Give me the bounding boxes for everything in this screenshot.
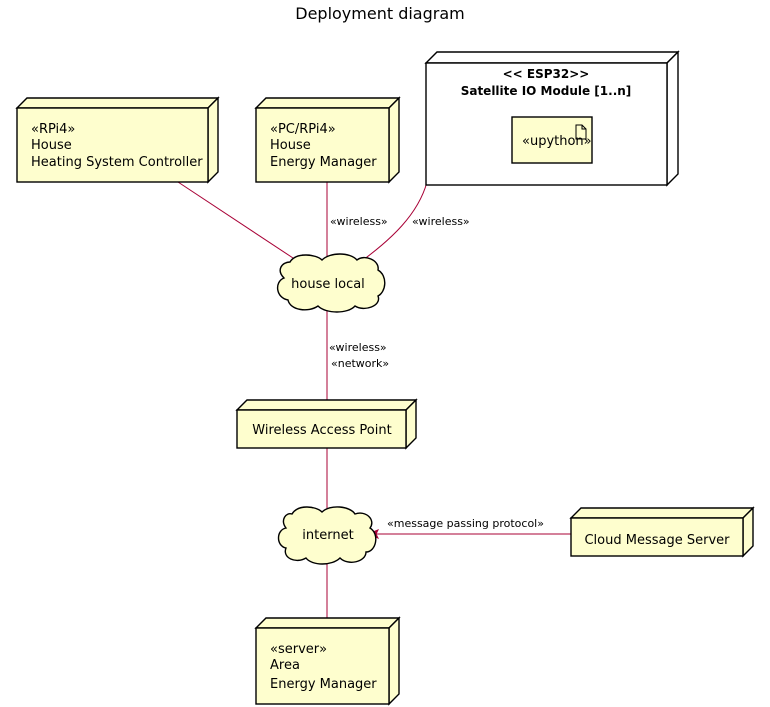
node-area-line1: Area	[270, 658, 300, 673]
diagram-title: Deployment diagram	[295, 4, 464, 23]
edge-label-energy-local: «wireless»	[330, 215, 388, 228]
node-cloud-message-server: Cloud Message Server	[569, 506, 755, 558]
edge-label-esp32-local: «wireless»	[412, 215, 470, 228]
node-heating-line2: Heating System Controller	[31, 155, 203, 170]
node-energy-line1: House	[270, 138, 311, 153]
node-area-line2: Energy Manager	[270, 677, 377, 692]
artifact-upython: «upython»	[511, 116, 593, 164]
node-wap-label: Wireless Access Point	[252, 423, 391, 438]
node-energy-line2: Energy Manager	[270, 155, 377, 170]
node-heating-controller: «RPi4» House Heating System Controller	[15, 96, 220, 184]
node-area-energy-manager: «server» Area Energy Manager	[254, 616, 401, 706]
edge-label-local-wap-2: «network»	[331, 357, 389, 370]
node-house-energy-manager: «PC/RPi4» House Energy Manager	[254, 96, 401, 184]
cloud-internet: internet	[277, 506, 377, 565]
cloud-internet-label: internet	[302, 528, 353, 543]
artifact-document-icon	[575, 124, 587, 140]
node-esp32-stereotype: << ESP32>>	[503, 67, 590, 81]
node-area-stereotype: «server»	[270, 642, 327, 657]
edge-heating-local	[177, 181, 294, 259]
node-heating-line1: House	[31, 138, 72, 153]
cloud-house-local-label: house local	[291, 277, 365, 292]
edge-label-local-wap-1: «wireless»	[329, 341, 387, 354]
node-energy-stereotype: «PC/RPi4»	[270, 122, 336, 137]
node-esp32-name: Satellite IO Module [1..n]	[461, 84, 632, 98]
cloud-house-local: house local	[277, 253, 386, 313]
node-cloud-label: Cloud Message Server	[584, 533, 730, 548]
node-wireless-access-point: Wireless Access Point	[235, 398, 418, 450]
node-heating-stereotype: «RPi4»	[31, 122, 75, 137]
edge-label-internet-cloud: «message passing protocol»	[387, 517, 544, 530]
edges	[177, 181, 571, 618]
edge-esp32-local	[362, 181, 428, 261]
artifact-upython-label: «upython»	[522, 134, 592, 149]
node-esp32-satellite: << ESP32>> Satellite IO Module [1..n] «u…	[424, 50, 680, 187]
